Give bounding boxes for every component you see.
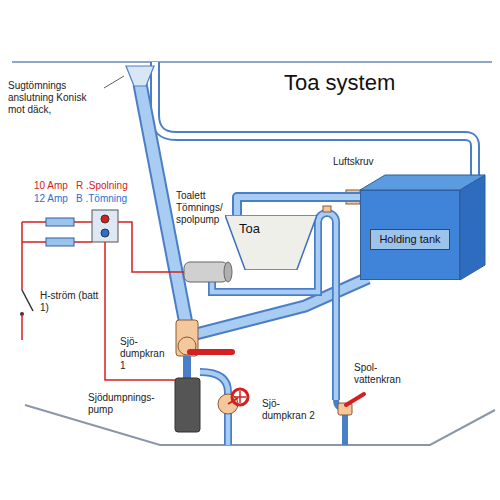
tank-side <box>460 175 485 280</box>
part-label: 10 Amp <box>34 180 68 192</box>
fuse <box>46 218 74 226</box>
tank-outlet-pipe-inner <box>196 278 368 334</box>
part-label: Sjö- dumpkran 2 <box>262 398 318 422</box>
flush-pipe-inner <box>212 213 336 400</box>
valve-wheel <box>232 389 248 405</box>
tank-outlet-pipe <box>196 278 368 334</box>
vent-pipe <box>155 62 475 182</box>
wire <box>105 242 175 380</box>
deck-fitting <box>126 66 154 86</box>
leader-line <box>104 76 124 88</box>
node-text: Toa <box>225 215 317 237</box>
dump-pump <box>175 378 200 432</box>
flush-pipe <box>212 213 336 400</box>
toilet-bowl: Toa <box>225 215 317 270</box>
switch-button <box>101 215 109 223</box>
pipe-outline <box>237 197 360 215</box>
valve-wheel-spoke <box>239 391 241 403</box>
part-label: Spol- vattenkran <box>354 362 416 386</box>
diagram-title: Toa system <box>284 70 395 96</box>
valve-handle <box>190 349 232 355</box>
toilet-pump <box>184 262 228 282</box>
holding-tank: Holding tank <box>360 190 460 280</box>
part-label: Luftskruv <box>333 156 374 168</box>
toilet-outline <box>225 215 317 270</box>
part-label: 12 Amp <box>34 193 68 205</box>
vent-pipe-inner <box>155 62 475 182</box>
part-label: Toalett Tömnings/ spolpump <box>176 190 234 226</box>
part-label: Sjö- dumpkran 1 <box>120 336 172 372</box>
part-label: R .Spolning <box>76 180 128 192</box>
wire <box>21 314 23 340</box>
pipe-connector <box>237 197 360 215</box>
air-screw <box>323 206 331 212</box>
switch-panel <box>92 210 118 242</box>
switch-button <box>101 229 109 237</box>
fuse <box>46 238 74 246</box>
part-label: Sugtömnings anslutning Konisk mot däck, <box>8 80 104 116</box>
pipe-fill <box>237 197 360 215</box>
valve-handle <box>346 394 364 405</box>
part-label: B .Tömning <box>76 193 127 205</box>
main-switch <box>22 290 33 311</box>
toilet-pump-end <box>224 262 232 282</box>
pump-pipe <box>183 356 191 378</box>
deck-line <box>12 61 492 63</box>
part-label: Sjödumpnings- pump <box>88 392 164 416</box>
wire <box>118 222 184 272</box>
part-label: H-ström (batt 1) <box>40 290 102 314</box>
toilet-outline <box>225 215 317 270</box>
wire <box>22 222 92 290</box>
node-text: Holding tank <box>370 229 449 250</box>
